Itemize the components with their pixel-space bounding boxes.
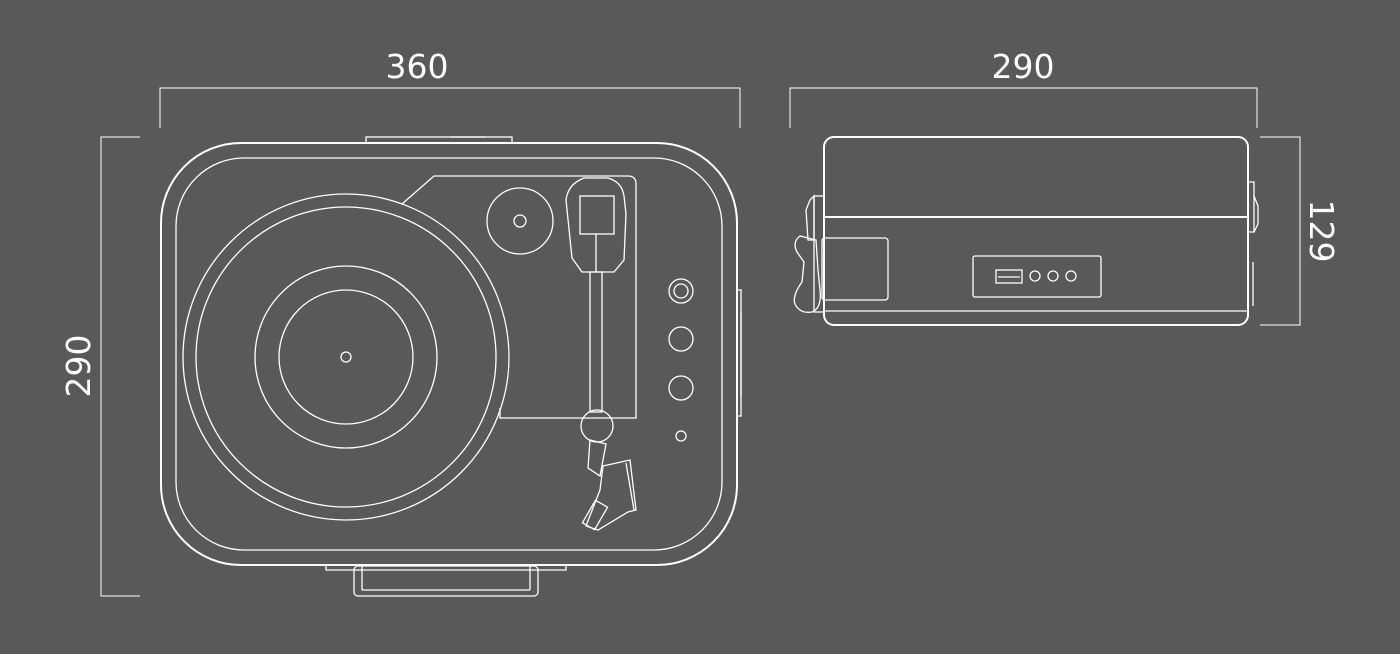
- tonearm-pivot-base: [565, 177, 627, 273]
- side-height-dimension-line: [1260, 136, 1301, 326]
- headshell: [585, 459, 637, 531]
- platter-rim: [195, 206, 497, 508]
- speed-adapter-center: [513, 214, 527, 228]
- side-width-dimension: 290: [789, 47, 1258, 128]
- tonearm-tube: [589, 271, 603, 413]
- tonearm-rest: [580, 409, 614, 443]
- spindle: [340, 351, 352, 363]
- port-led-2: [1047, 270, 1059, 282]
- speed-adapter-disc: [486, 187, 554, 255]
- tonearm-deck-plate: [401, 175, 637, 419]
- side-height-label: 129: [1302, 200, 1341, 263]
- handle-grip: [353, 565, 539, 597]
- handle-mount: [325, 565, 567, 571]
- speed-adapter: [486, 187, 554, 255]
- top-depth-dimension: 290: [59, 136, 140, 597]
- cartridge: [581, 499, 609, 531]
- side-height-dimension: 129: [1260, 136, 1341, 326]
- port-panel-frame: [972, 255, 1102, 298]
- platter-outer-ring: [182, 193, 510, 521]
- volume-knob: [668, 326, 694, 352]
- control-panel: [668, 278, 694, 442]
- port-led-1: [1029, 270, 1041, 282]
- record-label: [278, 289, 414, 425]
- side-latch-profile: [1248, 181, 1259, 306]
- case-outer-outline: [160, 142, 738, 566]
- side-handle-grip: [793, 235, 821, 313]
- mode-knob: [668, 375, 694, 401]
- top-width-dimension: 360: [159, 47, 741, 128]
- headphone-jack-inner: [673, 283, 689, 299]
- side-width-dimension-line: [789, 87, 1258, 128]
- top-width-dimension-line: [159, 87, 741, 128]
- port-panel: [972, 255, 1102, 298]
- tonearm-counterweight: [579, 195, 615, 235]
- side-latch-plate: [1248, 181, 1255, 233]
- carrying-handle: [325, 565, 567, 597]
- cue-lever: [625, 462, 635, 511]
- side-handle-profile: [793, 194, 825, 313]
- top-view: 360 290: [59, 47, 742, 597]
- side-handle-mount: [813, 195, 825, 313]
- power-indicator-led: [675, 430, 687, 442]
- tonearm: [565, 177, 637, 531]
- top-width-label: 360: [386, 47, 449, 86]
- side-badge-panel: [821, 237, 889, 301]
- side-handle-upper: [805, 194, 815, 241]
- side-view: 290 129: [789, 47, 1341, 326]
- side-latch-knob: [1253, 195, 1259, 233]
- port-led-3: [1065, 270, 1077, 282]
- record-groove-ring: [254, 265, 438, 449]
- top-depth-label: 290: [59, 335, 98, 398]
- headphone-jack: [668, 278, 694, 304]
- platter: [182, 193, 510, 521]
- tonearm-head-joint: [587, 439, 607, 478]
- side-width-label: 290: [992, 47, 1055, 86]
- usb-port: [995, 269, 1023, 284]
- case-inner-outline: [175, 157, 723, 551]
- top-depth-dimension-line: [100, 136, 140, 597]
